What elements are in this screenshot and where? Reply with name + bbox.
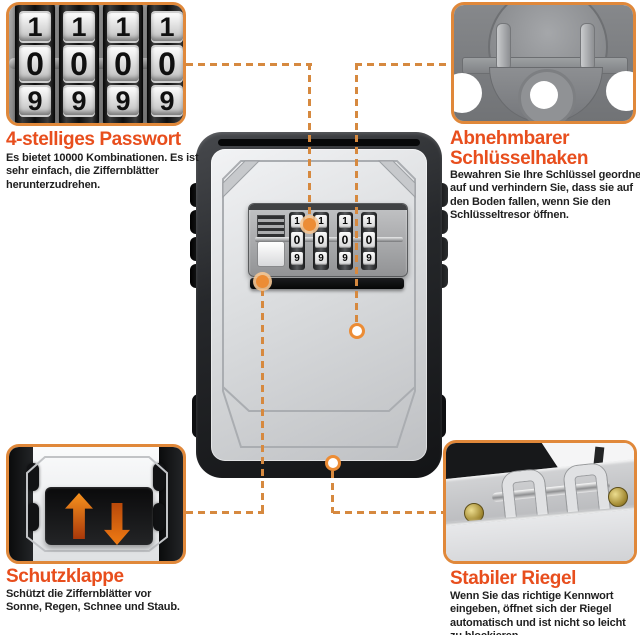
bumper-pad <box>153 463 165 491</box>
anchor-dot-latch <box>325 455 341 471</box>
mount-hole <box>454 73 482 113</box>
anchor-dot-dials <box>303 218 316 231</box>
flap-closeup <box>9 447 183 561</box>
connector-hook-v <box>355 63 358 322</box>
body-line: eingeben, öffnet sich der Riegel <box>450 603 612 616</box>
connector-latch-v <box>331 471 334 513</box>
body-line: herunterzudrehen. <box>6 178 101 191</box>
hook-prong <box>580 23 595 71</box>
body-line: Schützt die Ziffernblätter vor <box>6 588 152 600</box>
hook-closeup <box>454 5 633 121</box>
body-line: Schlüsseltresor öffnen. <box>450 208 569 221</box>
dials-closeup: 1 0 9 1 0 9 1 0 9 1 0 9 <box>9 5 183 123</box>
dial-wheel[interactable]: 1 0 9 <box>361 212 377 270</box>
dial-digit: 1 <box>363 215 375 228</box>
dial-wheel: 1 0 9 <box>15 5 55 123</box>
dial-digit: 1 <box>63 12 95 42</box>
body-line: automatisch und ist nicht so leicht <box>450 616 626 629</box>
body-line: auf und verhindern Sie, dass sie auf <box>450 182 633 195</box>
open-slider-button[interactable] <box>257 241 285 267</box>
dial-digit: 9 <box>363 252 375 265</box>
dial-wheel[interactable]: 1 0 9 <box>337 212 353 270</box>
dial-digit: 1 <box>107 12 139 42</box>
body-line: Bewahren Sie Ihre Schlüssel geordnet <box>450 169 640 181</box>
lock-box-product: 1 0 9 1 0 9 1 0 9 1 0 9 <box>190 132 448 478</box>
callout-title-password: 4-stelliges Passwort <box>6 129 181 150</box>
callout-title-latch: Stabiler Riegel <box>450 568 576 589</box>
combination-dial-panel[interactable]: 1 0 9 1 0 9 1 0 9 1 0 9 <box>248 203 408 277</box>
body-line: sehr einfach, die Ziffernblätter <box>6 165 159 178</box>
callout-body-hook: Bewahren Sie Ihre Schlüssel geordnet auf… <box>450 169 640 222</box>
dial-wheel: 1 0 9 <box>59 5 99 123</box>
connector-password-v <box>308 63 311 218</box>
mount-hole <box>606 71 633 111</box>
dial-wheel[interactable]: 1 0 9 <box>289 212 305 270</box>
dial-digit: 1 <box>339 215 351 228</box>
panel-accent-lines <box>26 456 168 552</box>
dial-digit: 0 <box>151 46 183 82</box>
anchor-dot-hook <box>349 323 365 339</box>
callout-title-hook: Abnehmbarer Schlüsselhaken <box>450 128 589 169</box>
photo-key-hook <box>451 2 636 124</box>
photo-latch <box>443 440 637 564</box>
mount-hole <box>530 81 558 109</box>
panel-accent-lines <box>222 160 416 448</box>
dial-wheel[interactable]: 1 0 9 <box>313 212 329 270</box>
callout-body-latch: Wenn Sie das richtige Kennwort eingeben,… <box>450 590 626 635</box>
dial-digit: 9 <box>63 86 95 116</box>
brass-screw <box>464 503 484 523</box>
dial-digit: 1 <box>151 12 183 42</box>
dial-axle <box>255 237 403 242</box>
body-line: Wenn Sie das richtige Kennwort <box>450 590 614 602</box>
dial-digit: 9 <box>291 252 303 265</box>
callout-title-flap: Schutzklappe <box>6 566 124 587</box>
dial-digit: 0 <box>363 232 375 248</box>
bumper-pad <box>153 503 165 531</box>
body-line: Es bietet 10000 Kombinationen. Es ist <box>6 152 199 164</box>
lock-box-top-groove <box>218 139 420 146</box>
body-line: zu blockieren. <box>450 630 626 635</box>
dial-digit: 9 <box>151 86 183 116</box>
connector-flap-h <box>186 511 264 514</box>
dial-digit: 0 <box>19 46 51 82</box>
body-line: den Boden fallen, wenn Sie den <box>450 195 611 208</box>
photo-combination-dials: 1 0 9 1 0 9 1 0 9 1 0 9 <box>6 2 186 126</box>
anchor-dot-flap <box>256 275 269 288</box>
connector-password-h <box>186 63 312 66</box>
dial-digit: 0 <box>339 232 351 248</box>
dial-digit: 9 <box>315 252 327 265</box>
dial-wheel: 1 0 9 <box>103 5 143 123</box>
dial-digit: 1 <box>291 215 303 228</box>
body-line: Sonne, Regen, Schnee und Staub. <box>6 601 180 614</box>
connector-hook-h <box>355 63 451 66</box>
hook-prong <box>496 23 511 71</box>
dial-digit: 0 <box>63 46 95 82</box>
dial-wheel: 1 0 9 <box>147 5 183 123</box>
dial-digit: 0 <box>315 232 327 248</box>
dial-digit: 9 <box>19 86 51 116</box>
dial-digit: 9 <box>339 252 351 265</box>
callout-body-flap: Schützt die Ziffernblätter vor Sonne, Re… <box>6 588 180 615</box>
bumper-pad <box>27 503 39 531</box>
photo-protective-flap <box>6 444 186 564</box>
panel-lip <box>249 204 407 210</box>
flap-window <box>45 487 153 545</box>
dial-digit: 1 <box>315 215 327 228</box>
protective-flap-strip[interactable] <box>250 278 404 289</box>
dial-digit: 0 <box>107 46 139 82</box>
dial-digit: 9 <box>107 86 139 116</box>
brass-screw <box>608 487 628 507</box>
dial-digit: 0 <box>291 232 303 248</box>
latch-closeup <box>446 443 634 561</box>
connector-flap-v <box>261 289 264 513</box>
connector-latch-h <box>333 511 443 514</box>
dial-digit: 1 <box>19 12 51 42</box>
slider-grip <box>257 215 285 239</box>
callout-body-password: Es bietet 10000 Kombinationen. Es ist se… <box>6 152 199 192</box>
